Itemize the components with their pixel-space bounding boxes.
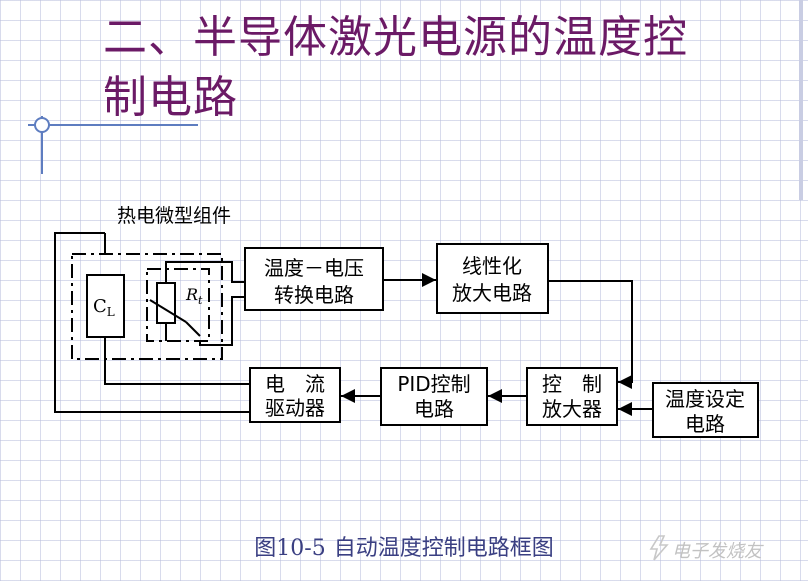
title-vertical-rule	[41, 116, 43, 174]
block-control-amp: 控 制 放大器	[526, 367, 618, 426]
block-linear-amp-line2: 放大电路	[452, 281, 532, 305]
figure-caption-text: 自动温度控制电路框图	[333, 536, 554, 561]
block-temp-voltage-line2: 转换电路	[274, 283, 354, 307]
block-linear-amp: 线性化 放大电路	[436, 243, 549, 314]
block-pid-line1: PID控制	[397, 372, 470, 396]
svg-text:Rt: Rt	[185, 285, 203, 307]
module-label: 热电微型组件	[117, 205, 231, 227]
rt-wires	[165, 261, 245, 346]
cl-subscript: L	[107, 305, 115, 319]
slide-title-line2: 制电路	[103, 72, 238, 123]
rt-subscript: t	[198, 294, 203, 307]
figure-number: 图10-5	[254, 536, 326, 561]
cl-component: CL	[86, 274, 250, 385]
slide-title: 二、半导体激光电源的温度控 制电路	[103, 8, 793, 128]
right-edge-rule	[799, 0, 803, 200]
watermark-text: 电子发烧友	[672, 541, 762, 562]
rt-component: Rt	[146, 268, 210, 342]
title-bullet-circle	[34, 117, 50, 133]
block-control-amp-line1: 控 制	[542, 372, 602, 396]
title-underline	[28, 124, 198, 126]
figure-caption: 图10-5 自动温度控制电路框图	[0, 530, 808, 562]
svg-text:CL: CL	[93, 296, 115, 319]
block-temp-setting: 温度设定 电路	[652, 382, 759, 438]
signal-connectors	[341, 273, 653, 416]
block-temp-voltage: 温度－电压 转换电路	[244, 247, 384, 311]
block-current-driver: 电 流 驱动器	[249, 367, 341, 423]
cl-symbol: C	[93, 296, 107, 317]
block-current-driver-line2: 驱动器	[265, 396, 325, 420]
block-pid-line2: 电路	[414, 397, 454, 421]
block-temp-setting-line1: 温度设定	[665, 387, 745, 411]
block-temp-setting-line2: 电路	[685, 412, 725, 436]
slide-title-line1: 二、半导体激光电源的温度控	[103, 12, 688, 63]
module-boundary	[54, 232, 250, 413]
block-temp-voltage-line1: 温度－电压	[264, 256, 364, 280]
rt-symbol: R	[185, 285, 198, 304]
block-control-amp-line2: 放大器	[542, 397, 602, 421]
block-linear-amp-line1: 线性化	[462, 254, 522, 278]
block-current-driver-line1: 电 流	[265, 372, 325, 396]
block-pid: PID控制 电路	[380, 367, 488, 426]
arrow-linear-to-control	[548, 280, 633, 389]
watermark-logo-icon	[649, 535, 669, 561]
